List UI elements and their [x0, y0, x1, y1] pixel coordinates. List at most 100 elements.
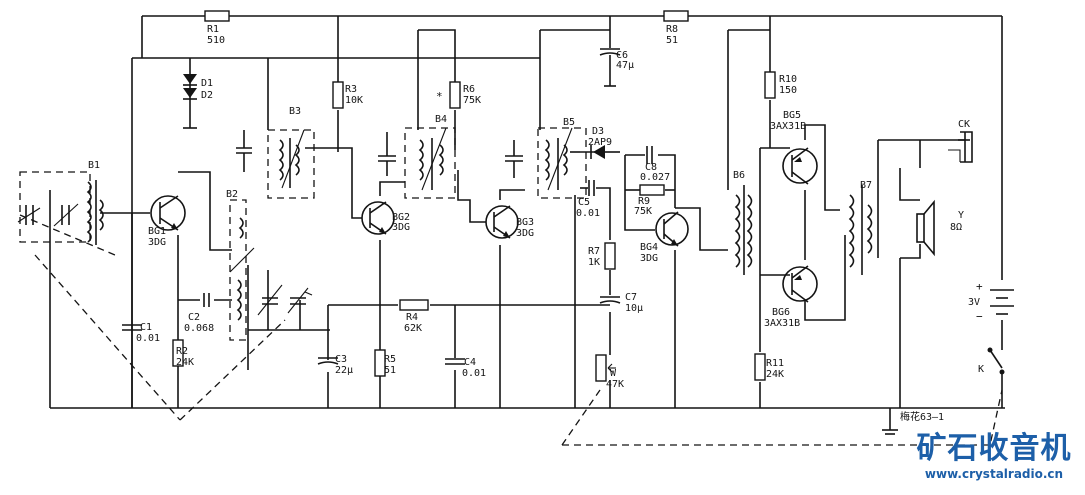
speaker-y [916, 199, 935, 257]
label-r11-value: 24K [766, 369, 784, 380]
label-bg2-value: 3DG [392, 222, 410, 233]
resistor-r1 [204, 10, 230, 22]
label-c6-value: 47μ [616, 60, 634, 71]
transformer-b3 [278, 129, 305, 189]
label-c3-value: 22μ [335, 365, 353, 376]
label-bg1-value: 3DG [148, 237, 166, 248]
label-b7: B7 [860, 180, 872, 191]
label-r4-ref: R4 [406, 312, 418, 323]
label-b6: B6 [733, 170, 745, 181]
label-b3: B3 [289, 106, 301, 117]
label-r6-value: 75K [463, 95, 481, 106]
diode-d1-d2 [183, 74, 197, 100]
transistor-bg6 [782, 265, 818, 303]
label-r2-value: 24K [176, 357, 194, 368]
transistors [150, 147, 818, 303]
label-d2: D2 [201, 90, 213, 101]
resistor-r8 [663, 10, 689, 22]
label-bg4-value: 3DG [640, 253, 658, 264]
transformers [86, 127, 873, 321]
diodes [183, 74, 605, 159]
label-r1-value: 510 [207, 35, 225, 46]
label-d3-ref: D3 [592, 126, 604, 137]
transistor-bg2 [361, 201, 395, 235]
transistor-bg1 [150, 195, 186, 231]
label-r1-ref: R1 [207, 24, 219, 35]
watermark-title: 矿石收音机 [916, 431, 1072, 466]
capacitor-c7 [599, 296, 621, 304]
label-bg6-ref: BG6 [772, 307, 790, 318]
label-r7-value: 1K [588, 257, 600, 268]
label-c4-value: 0.01 [462, 368, 486, 379]
label-r10-ref: R10 [779, 74, 797, 85]
resistors [172, 10, 776, 382]
label-k: K [978, 364, 984, 375]
label-r2-ref: R2 [176, 346, 188, 357]
label-battery-minus: − [976, 310, 983, 323]
phone-jack-ck [948, 131, 973, 163]
label-r5-ref: R5 [384, 354, 396, 365]
label-y-value: 8Ω [950, 222, 962, 233]
label-r9-ref: R9 [638, 196, 650, 207]
resistor-r9 [639, 184, 665, 196]
label-bg3-value: 3DG [516, 228, 534, 239]
label-b2: B2 [226, 189, 238, 200]
transformer-b5 [544, 127, 573, 191]
label-c2-value: 0.068 [184, 323, 214, 334]
label-r3-value: 10K [345, 95, 363, 106]
label-r8-ref: R8 [666, 24, 678, 35]
transistor-bg4 [655, 211, 689, 247]
label-b1: B1 [88, 160, 100, 171]
label-b5: B5 [563, 117, 575, 128]
label-c1-ref: C1 [140, 322, 152, 333]
mechanical-linkage [19, 127, 1003, 446]
variable-capacitors [17, 203, 313, 316]
label-c4-ref: C4 [464, 357, 476, 368]
label-bg3-ref: BG3 [516, 217, 534, 228]
capacitor-c6 [599, 30, 621, 87]
resistor-r10 [764, 71, 776, 99]
label-bg6-value: 3AX31B [764, 318, 800, 329]
label-r9-value: 75K [634, 206, 652, 217]
battery-3v [990, 289, 1014, 315]
transformer-b1 [86, 180, 104, 245]
label-c8-ref: C8 [645, 162, 657, 173]
transformer-b7 [848, 185, 873, 275]
label-b4: B4 [435, 114, 447, 125]
diode-d3 [580, 145, 605, 159]
resistor-r2 [172, 339, 184, 367]
label-battery-value: 3V [968, 297, 980, 308]
label-r7-ref: R7 [588, 246, 600, 257]
label-y-ref: Y [958, 210, 964, 221]
wiring [49, 15, 1005, 435]
transistor-bg3 [485, 205, 519, 239]
label-r4-value: 62K [404, 323, 422, 334]
diagram-caption: 梅花63—1 [900, 410, 944, 423]
label-w-value: 47K [606, 379, 624, 390]
resistor-r7 [604, 242, 616, 270]
transformer-b2 [229, 217, 255, 321]
label-select-mark: * [436, 90, 443, 103]
label-c5-ref: C5 [578, 197, 590, 208]
label-d1: D1 [201, 78, 213, 89]
transistor-bg5 [782, 147, 818, 185]
labels: R1 510 R8 51 C6 47μ D1 D2 R3 10K * R6 75… [88, 24, 984, 423]
capacitor-c8 [646, 146, 653, 164]
label-c3-ref: C3 [335, 354, 347, 365]
label-c7-value: 10μ [625, 303, 643, 314]
resistor-r5 [374, 349, 386, 377]
label-c8-value: 0.027 [640, 172, 670, 183]
label-r11-ref: R11 [766, 358, 784, 369]
transformer-b6 [734, 185, 753, 275]
label-r6-ref: R6 [463, 84, 475, 95]
label-bg5-value: 3AX31B [770, 121, 806, 132]
capacitor-c5 [588, 180, 595, 196]
switch-k [987, 347, 1005, 375]
capacitors [122, 30, 653, 365]
capacitor-c2 [203, 293, 210, 307]
label-c5-value: 0.01 [576, 208, 600, 219]
resistor-r3 [332, 81, 344, 109]
label-c1-value: 0.01 [136, 333, 160, 344]
